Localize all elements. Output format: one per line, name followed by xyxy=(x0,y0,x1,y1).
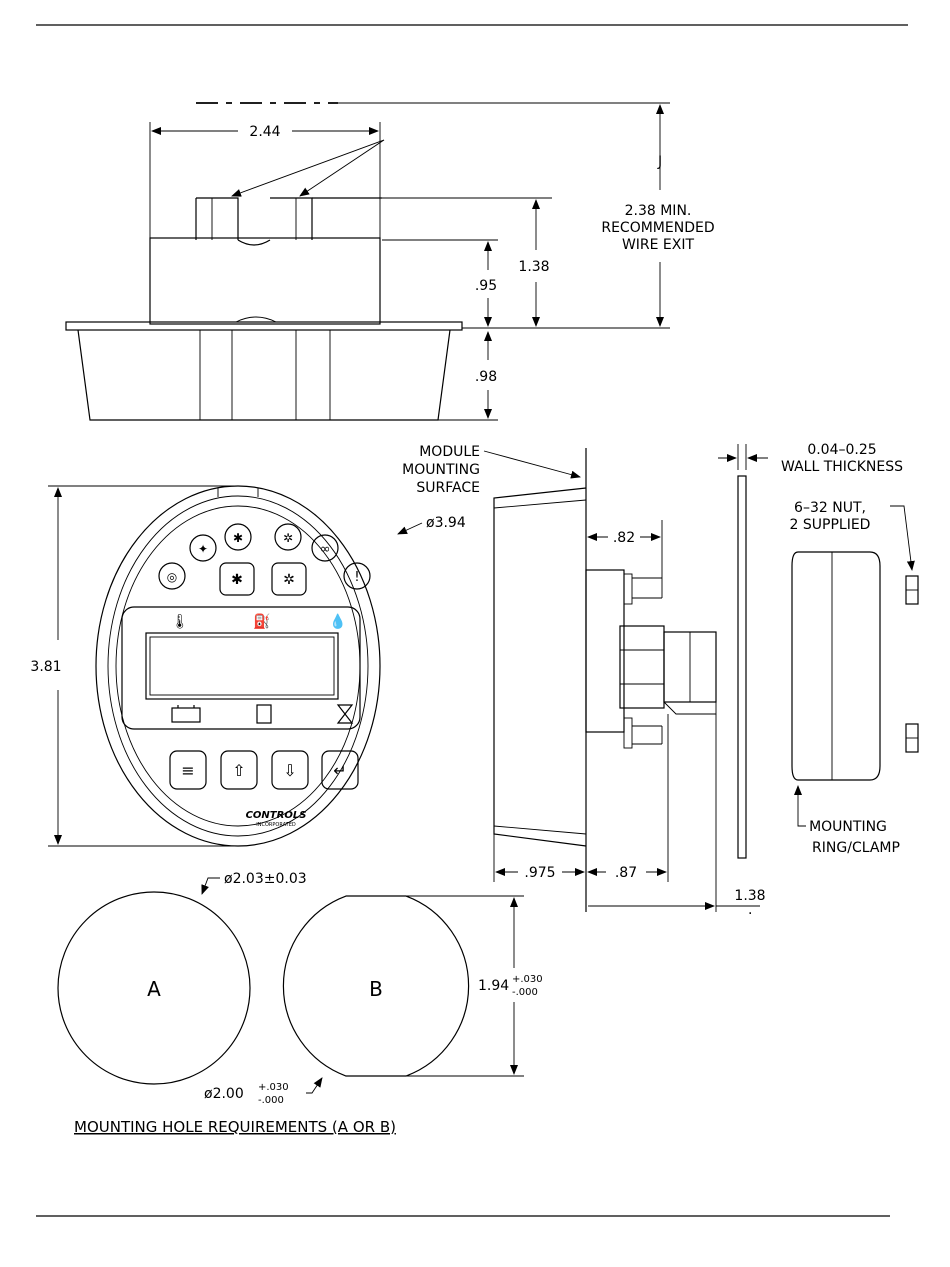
engine-button-icon: ✱ xyxy=(231,572,243,588)
dim-depth-0975: .975 xyxy=(524,865,555,881)
wire-exit-line2: RECOMMENDED xyxy=(601,220,714,236)
preheat-indicator-icon: ✦ xyxy=(198,542,208,556)
indicator-icons: ◎ ✦ ✱ ✲ ∞ ! ✱ ✲ xyxy=(158,523,371,596)
svg-text:J: J xyxy=(657,154,662,170)
warning-indicator-icon: ! xyxy=(354,570,359,585)
brand-logo-sub: INCORPORATED xyxy=(256,822,296,828)
hole-b-diameter: ø2.00 xyxy=(204,1086,244,1102)
dim-diameter-394: ø3.94 xyxy=(426,515,466,531)
front-buttons: ≡ ⇧ ⇩ ↵ xyxy=(169,750,359,790)
hourglass-icon xyxy=(336,704,354,724)
wire-exit-line1: 2.38 MIN. xyxy=(625,203,692,219)
dim-depth-087: .87 xyxy=(615,865,637,881)
fuel-icon xyxy=(256,704,272,724)
hole-a: A ø2.03±0.03 xyxy=(57,871,307,1085)
mounting-surface-line1: MODULE xyxy=(419,444,480,460)
front-view: ◎ ✦ ✱ ✲ ∞ ! ✱ ✲ 🌡 ⛽ 💧 ≡ ⇧ xyxy=(30,485,466,847)
glow-plug-indicator-icon: ∞ xyxy=(320,542,331,557)
wire-exit-line3: WIRE EXIT xyxy=(622,237,695,253)
engine-temp-icon: 🌡 xyxy=(171,614,189,630)
hole-b: B 1.94 +.030 -.000 ø2.00 +.030 -.000 xyxy=(204,895,543,1106)
dim-width-2-44: 2.44 xyxy=(249,124,280,140)
dim-height-381: 3.81 xyxy=(30,659,61,675)
oil-pressure-icon: ⛽ xyxy=(253,613,270,630)
hole-b-dia-tol-minus: -.000 xyxy=(258,1095,284,1106)
enter-button-icon: ↵ xyxy=(333,761,346,780)
hole-b-label: B xyxy=(369,977,383,1001)
ring-clamp-line2: RING/CLAMP xyxy=(812,840,900,856)
svg-text:.: . xyxy=(748,902,752,918)
dim-height-095: .95 xyxy=(475,278,497,294)
dim-depth-082: .82 xyxy=(613,530,635,546)
hole-b-height: 1.94 xyxy=(478,978,509,994)
hole-a-label: A xyxy=(147,977,161,1001)
hole-b-height-tol-plus: +.030 xyxy=(512,974,543,985)
oil-indicator-icon: ◎ xyxy=(167,570,177,584)
down-arrow-icon: ⇩ xyxy=(283,761,296,780)
engine-fault-indicator-icon: ✲ xyxy=(283,531,293,545)
oil-drop-icon: 💧 xyxy=(329,613,346,630)
top-side-view: 2.44 .95 .98 1.38 J 2.38 MIN. RECOMMENDE… xyxy=(65,102,715,421)
ring-clamp-line1: MOUNTING xyxy=(809,819,887,835)
hole-a-diameter: ø2.03±0.03 xyxy=(224,871,307,887)
engine-indicator-icon: ✱ xyxy=(233,531,243,545)
side-view: MODULE MOUNTING SURFACE .82 xyxy=(402,444,765,918)
dim-height-098: .98 xyxy=(475,369,497,385)
wall-thickness-line1: 0.04–0.25 xyxy=(807,442,876,458)
mounting-surface-line3: SURFACE xyxy=(416,480,480,496)
nut-line1: 6–32 NUT, xyxy=(794,500,866,516)
wall-ring-nut: 0.04–0.25 WALL THICKNESS 6–32 NUT, 2 SUP… xyxy=(718,442,919,859)
nut-line2: 2 SUPPLIED xyxy=(790,517,871,533)
dim-depth-138-side: 1.38 xyxy=(734,888,765,904)
up-arrow-icon: ⇧ xyxy=(232,761,245,780)
engine-fault-button-icon: ✲ xyxy=(283,572,295,588)
battery-icon xyxy=(171,707,201,723)
hole-b-height-tol-minus: -.000 xyxy=(512,987,538,998)
mounting-hole-caption: MOUNTING HOLE REQUIREMENTS (A OR B) xyxy=(74,1118,396,1136)
dim-height-138: 1.38 xyxy=(518,259,549,275)
mounting-surface-line2: MOUNTING xyxy=(402,462,480,478)
menu-button-icon: ≡ xyxy=(181,761,194,780)
hole-b-dia-tol-plus: +.030 xyxy=(258,1082,289,1093)
brand-logo: CONTROLS xyxy=(246,810,307,821)
wall-thickness-line2: WALL THICKNESS xyxy=(781,459,903,475)
